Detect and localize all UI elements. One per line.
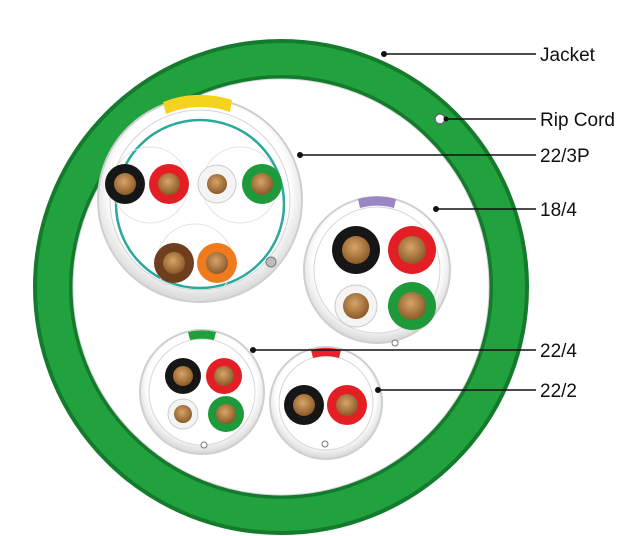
label-jacket: Jacket (540, 45, 596, 66)
drain-wire (200, 441, 208, 449)
wire-green (208, 396, 244, 432)
wire-white (197, 164, 237, 204)
label-22-2: 22/2 (540, 381, 577, 402)
cable-22-3p (97, 94, 303, 303)
shield-foil (114, 118, 286, 290)
cable-22-4 (139, 329, 265, 455)
tag-yellow (163, 94, 232, 114)
tag-purple (358, 196, 396, 208)
wire-green (388, 282, 436, 330)
wire-red (327, 385, 367, 425)
wire-brown (154, 243, 194, 283)
label-18-4: 18/4 (540, 200, 577, 221)
wire-white (167, 398, 199, 430)
cable-22-2 (269, 346, 383, 460)
label-22-3p: 22/3P (540, 146, 590, 167)
drain-wire (265, 256, 277, 268)
callout-dots (250, 51, 449, 393)
wire-red (206, 358, 242, 394)
wire-black (105, 164, 145, 204)
wire-black (332, 226, 380, 274)
wire-green (242, 164, 282, 204)
wire-red (388, 226, 436, 274)
callout-lines (253, 53, 536, 391)
tag-green (188, 330, 216, 340)
drain-wire (321, 440, 329, 448)
wire-black (165, 358, 201, 394)
label-rip-cord: Rip Cord (540, 110, 615, 131)
label-22-4: 22/4 (540, 341, 577, 362)
wire-orange (197, 243, 237, 283)
wire-red (149, 164, 189, 204)
wire-black (284, 385, 324, 425)
wire-white (334, 284, 378, 328)
cable-18-4 (303, 196, 451, 347)
drain-wire (391, 339, 399, 347)
